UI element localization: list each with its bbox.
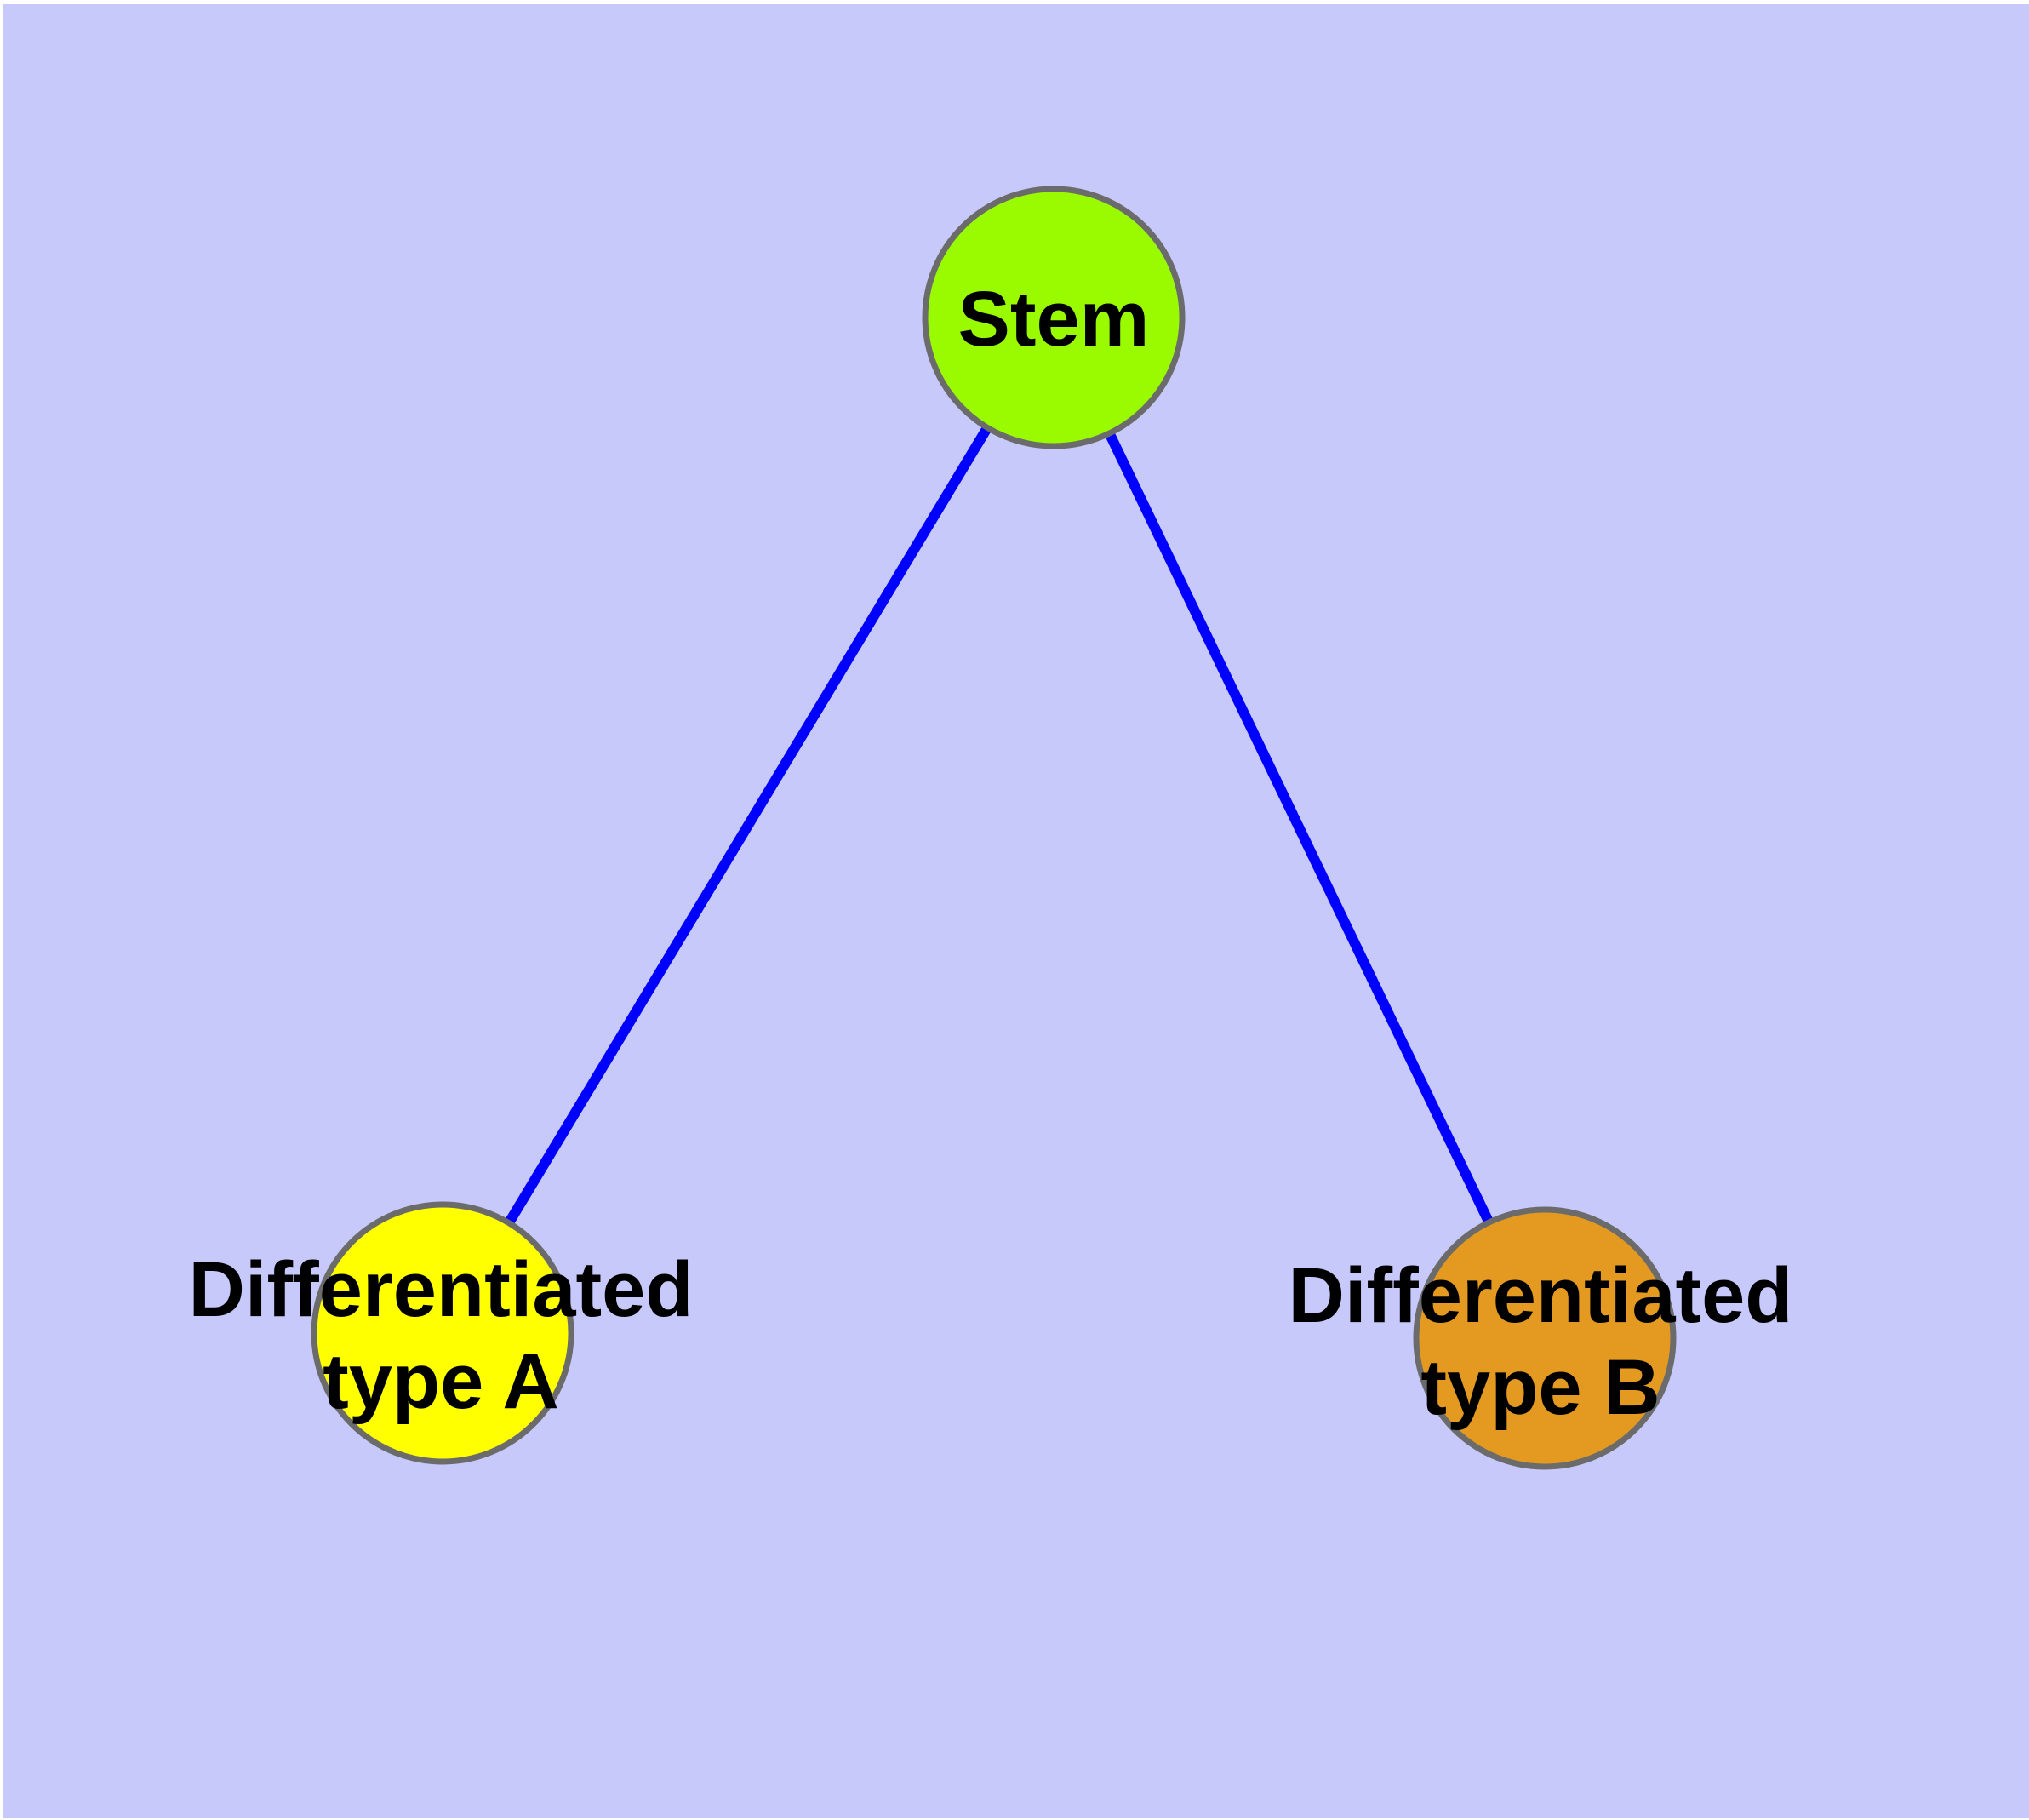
node-type-a-label-line1: Differentiated — [189, 1246, 694, 1333]
node-differentiated-type-b — [1413, 1206, 1677, 1470]
node-stem-label: Stem — [958, 276, 1150, 363]
edge-stem-to-type-a — [437, 314, 1059, 1336]
node-type-b-label-line1: Differentiated — [1289, 1252, 1793, 1339]
edge-stem-to-type-b — [1049, 315, 1550, 1341]
node-stem — [922, 186, 1186, 449]
node-type-b-label-line2: type B — [1420, 1344, 1660, 1431]
node-differentiated-type-a — [311, 1201, 574, 1465]
node-type-a-label-line2: type A — [323, 1338, 559, 1425]
